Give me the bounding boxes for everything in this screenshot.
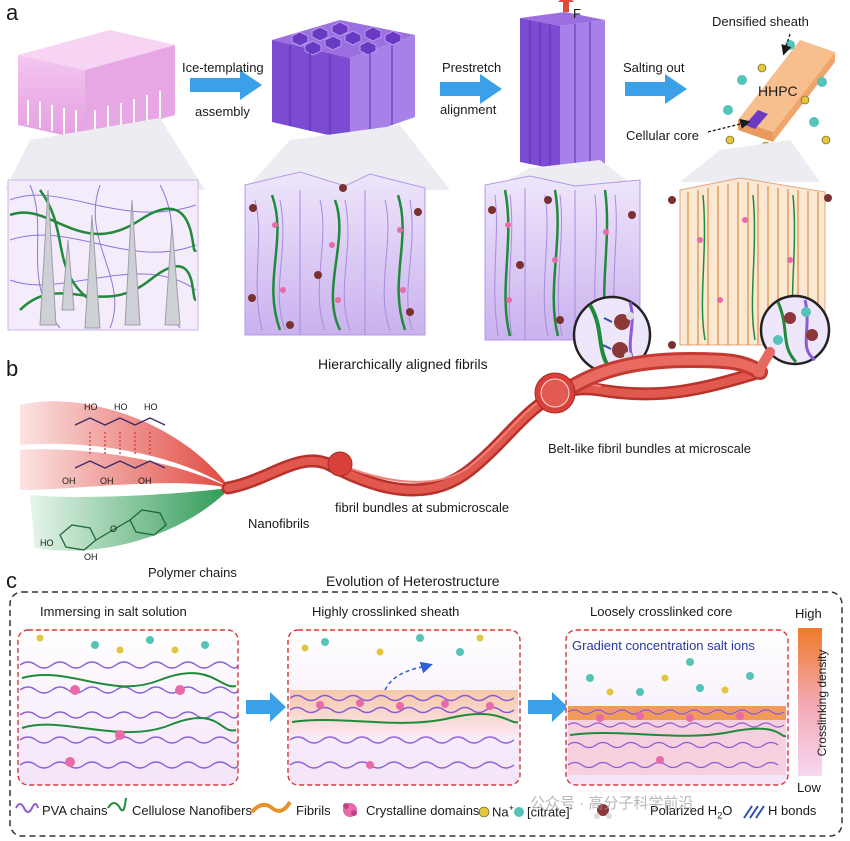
- panel-a-letter: a: [6, 0, 19, 25]
- magnifier-hbond-2: [759, 294, 831, 366]
- crosslinking-scale-bar: [798, 628, 822, 776]
- pva-structure: [74, 417, 166, 469]
- legend-h2o: Polarized H2O: [650, 803, 733, 821]
- submicroscale-label: fibril bundles at submicroscale: [335, 500, 510, 515]
- h-bond-icon: [743, 805, 765, 819]
- force-label: F: [573, 6, 581, 21]
- step2-top-label: Prestretch: [442, 60, 502, 75]
- process-arrow-2: [440, 74, 502, 104]
- pva-chain-icon: [15, 803, 39, 813]
- step1-bottom-label: assembly: [195, 104, 250, 119]
- step3-label: Salting out: [623, 60, 685, 75]
- step1-top-label: Ice-templating: [182, 60, 264, 75]
- scale-low-label: Low: [797, 780, 821, 795]
- core-pointer: [707, 118, 751, 133]
- panel-c-title: Evolution of Heterostructure: [326, 573, 500, 589]
- polymer-network-box: [7, 179, 199, 331]
- process-arrow-1: [190, 70, 262, 100]
- stage-arrow-2: [528, 692, 568, 722]
- polarized-water-icon: [594, 804, 612, 819]
- cellular-core-label: Cellular core: [626, 128, 699, 143]
- stage-box-3: [565, 629, 789, 786]
- densified-sheath-label: Densified sheath: [712, 14, 809, 29]
- scale-axis-label: Crosslinking density: [815, 649, 829, 757]
- pva-ho-label-2: HO: [114, 402, 128, 412]
- legend-citrate: [citrate]-: [527, 803, 573, 820]
- hhpc-label: HHPC: [758, 83, 798, 99]
- legend-crystalline: Crystalline domains: [366, 803, 480, 818]
- force-arrow-up: [558, 0, 574, 12]
- honeycomb-block: [272, 20, 415, 140]
- cellulose-o-label: O: [110, 524, 118, 534]
- zoom-cone-4: [680, 140, 820, 182]
- microscale-label: Belt-like fibril bundles at microscale: [548, 441, 752, 456]
- polymer-chains-label: Polymer chains: [148, 565, 237, 580]
- cellulose-ho-label: HO: [40, 538, 54, 548]
- panel-b-letter: b: [6, 356, 19, 381]
- panel-c-frame: [9, 591, 843, 837]
- pva-ho-label-1: HO: [84, 402, 98, 412]
- scale-high-label: High: [795, 606, 822, 621]
- pva-ho-label-3: HO: [144, 402, 158, 412]
- watermark: 公众号 · 高分子科学前沿: [530, 795, 694, 812]
- pva-oh-label-1: OH: [62, 476, 76, 486]
- legend-fibrils: Fibrils: [296, 803, 331, 818]
- red-polymer-fans: [20, 401, 230, 490]
- stage-arrow-1: [246, 692, 286, 722]
- stage-1-label: Immersing in salt solution: [40, 604, 187, 619]
- fibril-bundle: [221, 347, 775, 497]
- cellulose-oh-label: OH: [84, 552, 98, 562]
- zoom-cone: [5, 118, 205, 190]
- cellulose-structure: [59, 509, 167, 551]
- legend-na: Na+: [492, 803, 514, 820]
- legend-hbonds: H bonds: [768, 803, 817, 818]
- stage-3-label: Loosely crosslinked core: [590, 604, 733, 619]
- panel-a-caption: Hierarchically aligned fibrils: [318, 356, 488, 372]
- pva-oh-label-2: OH: [100, 476, 114, 486]
- gradient-text: Gradient concentration salt ions: [572, 638, 755, 653]
- cnf-icon: [107, 797, 127, 812]
- pva-oh-label-3: OH: [138, 476, 152, 486]
- crystalline-domain-icon: [343, 803, 357, 817]
- na-ion-icon: [478, 806, 490, 818]
- sheath-pointer: [781, 33, 792, 56]
- process-arrow-3: [625, 74, 687, 104]
- cellular-wall-zoom: [244, 171, 426, 336]
- legend-icons: [15, 797, 765, 819]
- nanofibrils-label: Nanofibrils: [248, 516, 310, 531]
- step2-bottom-label: alignment: [440, 102, 497, 117]
- citrate-ion-icon: [514, 807, 524, 817]
- stretched-block: [520, 12, 605, 170]
- pink-hydrogel-slab: [18, 30, 175, 140]
- stage-box-1: [17, 629, 239, 786]
- stage-2-label: Highly crosslinked sheath: [312, 604, 460, 619]
- fibril-icon: [250, 800, 292, 814]
- panel-c-letter: c: [6, 568, 17, 593]
- legend-cnf: Cellulose Nanofibers: [132, 803, 252, 818]
- legend-pva: PVA chains: [42, 803, 108, 818]
- stage-box-2: [287, 629, 521, 786]
